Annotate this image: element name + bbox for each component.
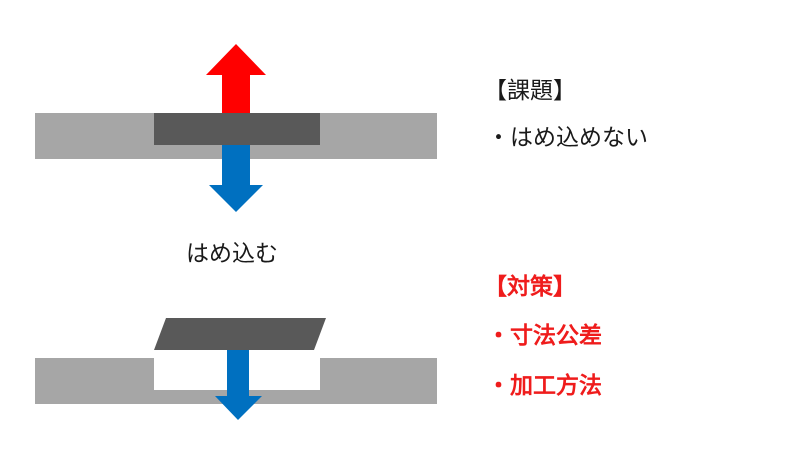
fit-in-caption: はめ込む [186, 241, 278, 267]
solution-heading: 【対策】 [484, 274, 576, 300]
problem-heading: 【課題】 [484, 78, 576, 104]
solution-item-process: ・加工方法 [487, 373, 602, 399]
solution-item-tolerance: ・寸法公差 [487, 323, 602, 349]
problem-item: ・はめ込めない [487, 125, 648, 151]
down-arrow-icon [209, 145, 263, 212]
top-assembly [35, 44, 437, 212]
insert-down-arrow-icon [215, 350, 262, 420]
bottom-insert-part [154, 318, 326, 350]
up-arrow-icon [206, 44, 266, 113]
bottom-assembly [35, 318, 437, 420]
top-insert-part [154, 113, 320, 145]
